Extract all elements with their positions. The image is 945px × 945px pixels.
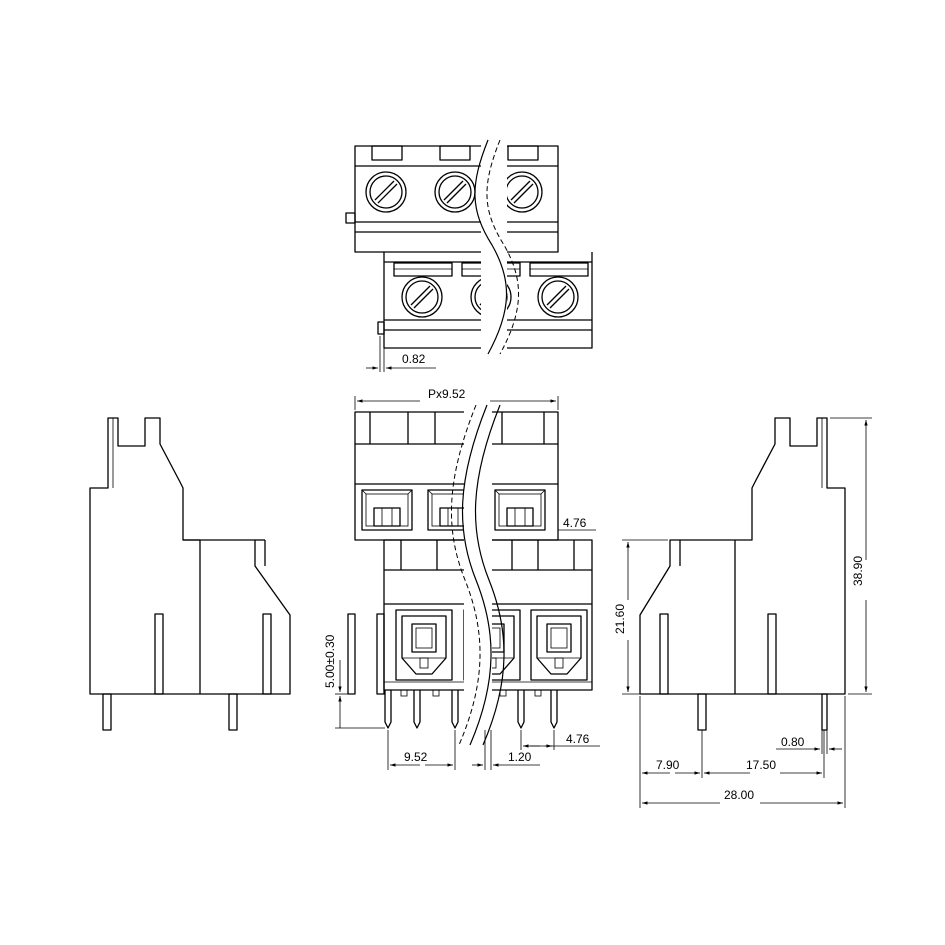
dim-pin-thickness: 0.80 (781, 735, 805, 749)
right-side-view: 38.90 21.60 0.80 7.90 17.50 28.00 (613, 417, 872, 808)
dim-total-depth: 28.00 (724, 788, 754, 802)
dim-total-height: 38.90 (851, 556, 865, 586)
dim-pin-distance: 17.50 (746, 758, 776, 772)
dim-lower-height: 21.60 (613, 604, 627, 634)
front-view: Px9.52 4.76 5.00±0.30 9.52 1.20 4.76 (323, 387, 600, 770)
dim-pitch: Px9.52 (428, 387, 466, 401)
dim-pin-spacing: 9.52 (404, 750, 428, 764)
top-view: 0.82 (345, 139, 593, 372)
dim-pin-length: 5.00±0.30 (323, 634, 337, 688)
dim-pin-width: 1.20 (508, 750, 532, 764)
dim-front-offset: 7.90 (656, 758, 680, 772)
dim-pin-offset: 4.76 (566, 732, 590, 746)
dim-step-width: 4.76 (563, 516, 587, 530)
dim-offset-top: 0.82 (402, 352, 426, 366)
left-side-view (89, 417, 291, 731)
